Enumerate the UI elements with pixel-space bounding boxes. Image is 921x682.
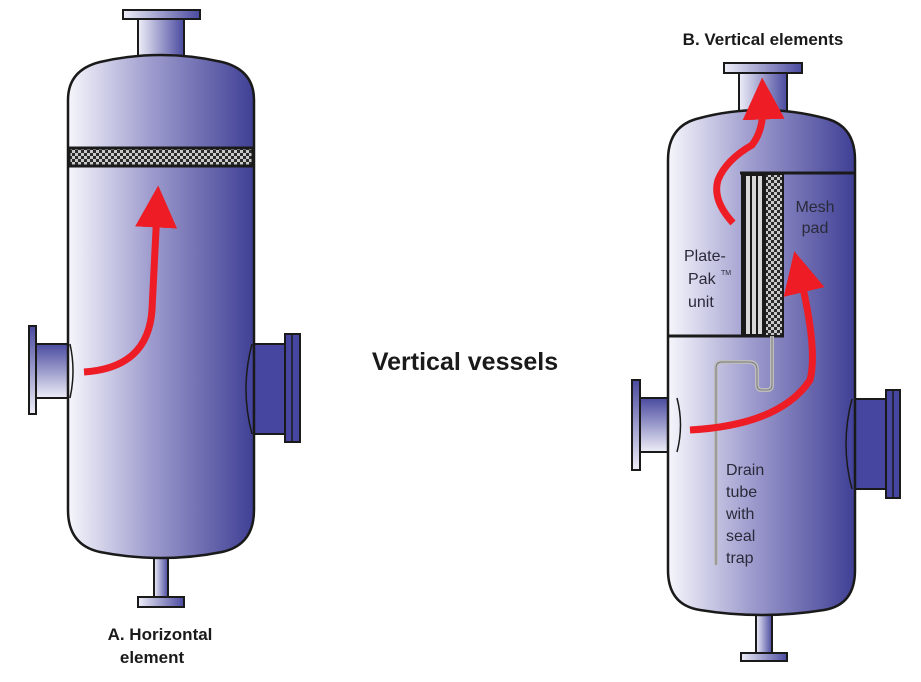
mesh-pad-label-line1: Mesh (795, 199, 834, 216)
vessel-b-inlet-flow-arrow (689, 251, 825, 434)
vessel-a-bottom-nozzle-flange (137, 596, 185, 608)
vessel-a-flow-arrow (83, 185, 178, 376)
vessel-a: A. Horizontal element (28, 9, 301, 667)
vessel-a-inlet-flange (28, 325, 37, 415)
drain-label-line5: trap (726, 550, 754, 567)
center-title: Vertical vessels (372, 348, 558, 376)
drain-label-line2: tube (726, 484, 757, 501)
vessel-b-top-nozzle-flange (723, 62, 803, 74)
vessel-a-caption-line2: element (120, 648, 185, 667)
drain-label-line4: seal (726, 528, 755, 545)
plate-pak-label-line2: Pak (688, 271, 717, 288)
vessel-a-bottom-nozzle-neck (153, 554, 169, 600)
plate-pak-tm-mark: TM (721, 270, 731, 277)
vessel-b-mesh-pad (764, 173, 784, 337)
vessel-b-outlet-flow-arrow (713, 77, 785, 226)
vessel-a-body (66, 53, 256, 560)
vessel-b-inlet-flange (631, 379, 641, 471)
vessel-b-bottom-nozzle-neck (755, 611, 773, 656)
vessel-a-top-nozzle-neck (137, 17, 185, 59)
mesh-pad-label-line2: pad (802, 220, 829, 237)
vessel-a-top-nozzle-flange (122, 9, 201, 20)
vessel-b-bottom-nozzle-flange (740, 652, 788, 662)
drain-label-line3: with (725, 506, 754, 523)
plate-pak-label-line1: Plate- (684, 248, 726, 265)
vessel-b: B. Vertical elements Mesh (631, 30, 901, 662)
vessel-b-title: B. Vertical elements (683, 30, 844, 49)
vessel-a-caption-line1: A. Horizontal (108, 625, 213, 644)
plate-pak-label-line3: unit (688, 294, 714, 311)
drain-label-line1: Drain (726, 462, 764, 479)
vessel-a-mesh-pad (67, 146, 255, 168)
